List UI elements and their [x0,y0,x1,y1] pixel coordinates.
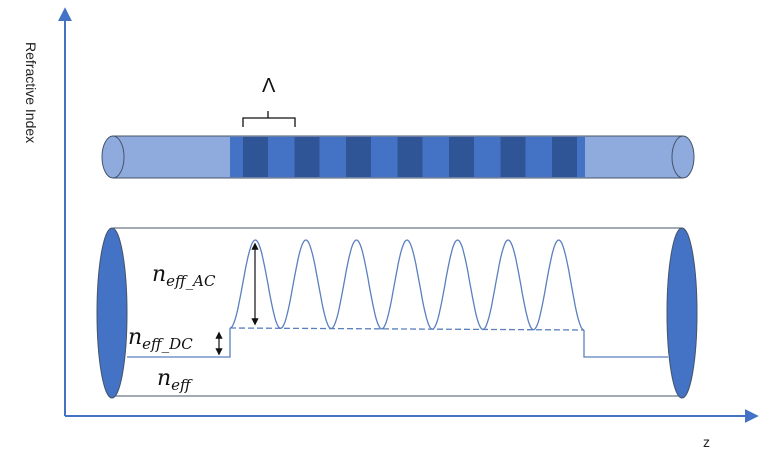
grating-stripe [500,137,526,177]
period-brace [242,111,296,127]
grating-stripe [552,137,577,177]
profile-cylinder [96,227,698,399]
baseline-step [127,328,668,358]
fiber-grating [101,111,695,179]
grating-period-label: Λ [262,75,276,97]
n-eff-subscript: eff [171,376,191,394]
grating-stripe [243,137,268,177]
n-eff-dc-base: n [128,325,143,350]
n-eff-dc-label: neff_DC [128,325,193,353]
x-axis-label: z [703,434,710,450]
fiber-left-cap [101,135,125,179]
grating-stripe [397,137,423,177]
axes [58,7,759,423]
ac-modulation-curve [229,239,585,331]
grating-stripe [449,137,474,177]
grating-stripe [294,137,320,177]
n-eff-dc-subscript: eff_DC [142,335,193,353]
fiber-right-cap [671,135,695,179]
cylinder-right-cap [666,227,698,399]
n-eff-base: n [157,366,172,391]
grating-stripe [346,137,371,177]
y-axis-label: Refractive Index [23,42,39,144]
cylinder-left-cap [96,227,128,399]
grating-stripes [243,137,577,177]
n-eff-label: neff [157,366,191,394]
dc-mean-line [229,327,585,331]
n-eff-ac-subscript: eff_AC [166,272,216,290]
n-eff-ac-base: n [152,262,167,287]
n-eff-ac-label: neff_AC [152,262,216,290]
